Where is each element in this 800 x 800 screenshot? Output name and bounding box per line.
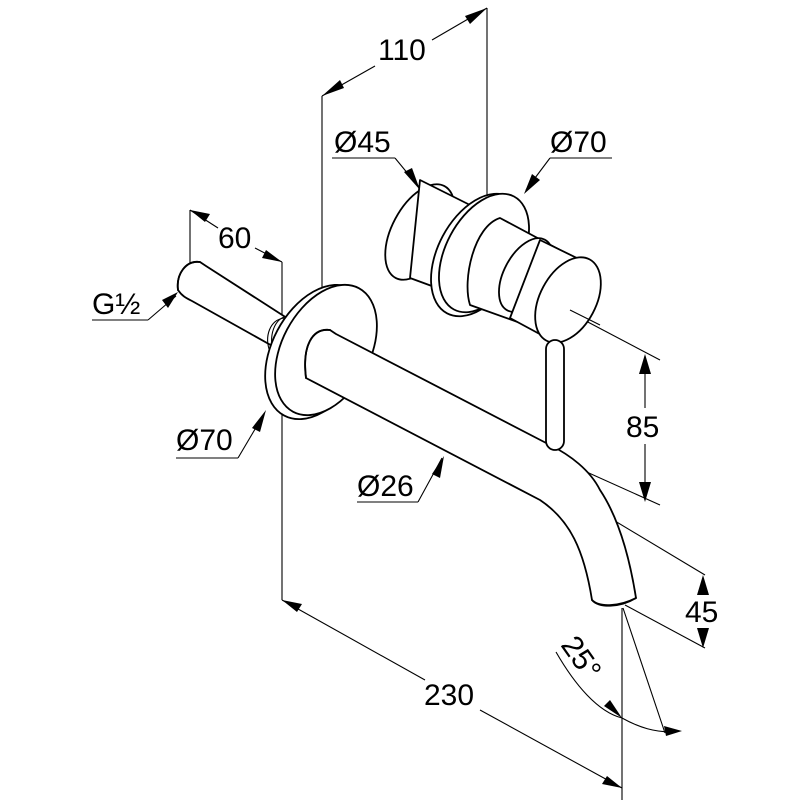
dimension-spout-diameter: Ø26: [357, 456, 444, 503]
dimension-angle-25: 25°: [554, 630, 682, 736]
dim-label-85: 85: [626, 411, 659, 444]
dimension-85: 85: [626, 354, 659, 502]
extension-lines: [189, 8, 706, 800]
inlet-pipe-end: [176, 261, 201, 291]
dim-label-45: 45: [685, 596, 718, 629]
arrowhead: [190, 210, 210, 222]
arrowhead: [262, 250, 282, 262]
angle-arc: [555, 651, 673, 733]
dimension-110: 110: [321, 7, 488, 97]
arrowhead: [639, 482, 651, 502]
arrowhead: [602, 776, 622, 788]
arrowhead: [252, 410, 266, 432]
extension-line-45-bottom: [624, 604, 706, 649]
dimension-handle-rosette: Ø70: [524, 126, 612, 194]
dim-230-line-b: [479, 709, 623, 789]
spout: [304, 329, 637, 607]
dimension-60: 60: [189, 209, 283, 263]
dim-label-70-dia-spout: Ø70: [176, 424, 233, 457]
arrowhead: [524, 174, 540, 194]
dim-label-26-dia: Ø26: [357, 470, 414, 503]
arrowhead: [404, 168, 420, 190]
arrowhead: [697, 575, 709, 595]
arrowhead: [604, 700, 622, 718]
dimension-handle-diameter: Ø45: [332, 126, 420, 190]
arrowhead: [664, 726, 682, 736]
dim-label-60: 60: [218, 222, 251, 255]
inlet-connection: [176, 261, 291, 355]
dim-label-45-dia: Ø45: [334, 126, 391, 159]
handle-cap: [534, 256, 602, 344]
spout-outlet-edge: [591, 597, 637, 606]
extension-line-25-angle: [622, 607, 666, 734]
arrowhead: [162, 292, 178, 308]
arrowhead: [697, 628, 709, 648]
dim-label-70-dia-handle: Ø70: [550, 126, 607, 159]
inlet-pipe: [176, 261, 291, 349]
arrowhead: [322, 80, 344, 96]
arrowhead: [639, 354, 651, 374]
arrowhead: [465, 8, 487, 24]
dimension-thread: G½: [92, 288, 178, 321]
handle-axis-line: [569, 309, 601, 326]
dim-label-25-deg: 25°: [554, 630, 607, 686]
dimension-230: 230: [281, 599, 623, 789]
dimension-45: 45: [685, 575, 718, 648]
spout-root-edge: [304, 329, 331, 379]
arrowhead: [282, 600, 302, 612]
dim-230-line-a: [281, 599, 426, 681]
dim-label-thread: G½: [92, 288, 140, 321]
dimension-spout-rosette: Ø70: [176, 410, 266, 459]
lever: [545, 339, 565, 451]
dim-label-230: 230: [424, 679, 474, 712]
mixer-body: [384, 179, 602, 451]
dim-label-110: 110: [378, 34, 426, 67]
arrowhead: [432, 456, 444, 478]
